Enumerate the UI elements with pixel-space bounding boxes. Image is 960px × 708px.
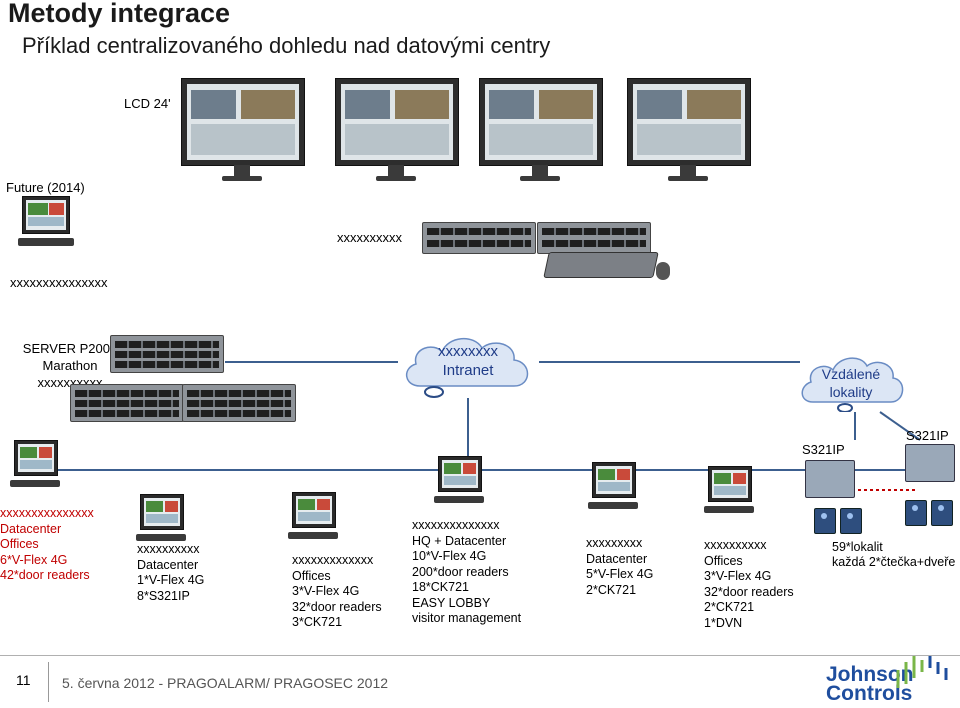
site-line: 1*V-Flex 4G [137, 573, 205, 587]
site-text: xxxxxxxxxxxxxxx Datacenter Offices 6*V-F… [0, 506, 94, 584]
remote-sites-cloud [801, 357, 904, 412]
lcd-monitor [181, 78, 305, 166]
remote-sites-label-line: lokality [829, 384, 873, 400]
remote-summary: 59*lokalit každá 2*čtečka+dveře [832, 540, 955, 570]
intranet-label-line: xxxxxxxx [438, 343, 498, 360]
lcd-monitor [627, 78, 751, 166]
s321ip-label-right: S321IP [906, 428, 949, 443]
s321ip-label-left: S321IP [802, 442, 845, 457]
site-line: 42*door readers [0, 568, 90, 582]
logo-mark [896, 656, 948, 688]
company-logo: Johnson Controls [826, 663, 914, 705]
site-line: Offices [292, 568, 331, 583]
backup-server [182, 384, 296, 422]
site-line: 3*CK721 [292, 615, 343, 629]
site-line: 2*CK721 [704, 600, 755, 614]
site-line: 32*door readers [704, 584, 794, 599]
site-line: HQ + Datacenter [412, 533, 507, 548]
site-line: Offices [0, 537, 39, 551]
future-site-label: xxxxxxxxxxxxxxx [10, 275, 108, 290]
site-line: Datacenter [586, 551, 648, 566]
door-reader-icon [905, 500, 927, 526]
site-line: Datacenter [137, 557, 199, 572]
site-line: xxxxxxxxxxxxx [292, 553, 374, 567]
site-line: 200*door readers [412, 564, 509, 579]
site-text: xxxxxxxxxxxxxx HQ + Datacenter 10*V-Flex… [412, 518, 521, 627]
footer-separator [48, 662, 49, 702]
lcd-monitor [479, 78, 603, 166]
site-line: 3*V-Flex 4G [292, 584, 360, 598]
site-text: xxxxxxxxxx Datacenter 1*V-Flex 4G 8*S321… [137, 542, 204, 604]
logo-line: Controls [826, 682, 913, 705]
slide-title: Metody integrace [8, 0, 231, 28]
intranet-label-line: Intranet [442, 362, 494, 379]
site-line: 6*V-Flex 4G [0, 552, 68, 567]
footer-divider [0, 655, 960, 656]
intranet-label: xxxxxxxx Intranet [398, 342, 538, 380]
door-reader-icon [931, 500, 953, 526]
lcd-monitor [335, 78, 459, 166]
door-reader-icon [814, 508, 836, 534]
s321ip-panel [805, 460, 855, 498]
slide-subtitle: Příklad centralizovaného dohledu nad dat… [22, 33, 551, 58]
site-line: EASY LOBBY [412, 595, 491, 610]
site-line: xxxxxxxxxx [137, 542, 200, 556]
site-text: xxxxxxxxxxxxx Offices 3*V-Flex 4G 32*doo… [292, 553, 382, 631]
site-line: Datacenter [0, 521, 62, 536]
server-label-line: Marathon [42, 358, 98, 373]
site-line: 18*CK721 [412, 580, 469, 594]
site-line: 2*CK721 [586, 582, 637, 597]
intranet-cloud [406, 338, 529, 398]
future-server-label: xxxxxxxxxx [337, 230, 402, 245]
site-text: xxxxxxxxxx Offices 3*V-Flex 4G 32*door r… [704, 538, 794, 631]
footer-text: 5. června 2012 - PRAGOALARM/ PRAGOSEC 20… [62, 675, 389, 691]
site-line: 8*S321IP [137, 588, 190, 603]
site-line: xxxxxxxxxxxxxx [412, 518, 500, 532]
remote-sites-label: Vzdálené lokality [795, 365, 907, 401]
lcd-label: LCD 24' [124, 96, 171, 111]
door-reader-icon [840, 508, 862, 534]
site-line: 1*DVN [704, 615, 743, 630]
server-label-line: SERVER P2000 [22, 341, 118, 356]
remote-summary-line: každá 2*čtečka+dveře [832, 555, 956, 569]
site-line: 5*V-Flex 4G [586, 567, 654, 581]
logo-line: Johnson [826, 663, 914, 686]
future-label: Future (2014) [6, 180, 85, 195]
site-line: xxxxxxxxxx [704, 538, 767, 552]
site-text: xxxxxxxxx Datacenter 5*V-Flex 4G 2*CK721 [586, 536, 653, 598]
backup-server [70, 384, 184, 422]
remote-summary-line: 59*lokalit [832, 540, 883, 554]
site-line: Offices [704, 553, 743, 568]
site-line: xxxxxxxxx [586, 536, 643, 550]
site-line: xxxxxxxxxxxxxxx [0, 506, 94, 520]
main-server [110, 335, 224, 373]
remote-sites-label-line: Vzdálené [821, 366, 881, 382]
page-number: 11 [16, 672, 31, 688]
site-line: 3*V-Flex 4G [704, 569, 772, 583]
future-server [422, 222, 536, 254]
site-line: visitor management [412, 611, 522, 625]
mouse-icon [656, 262, 670, 280]
site-line: 10*V-Flex 4G [412, 549, 487, 563]
s321ip-panel [905, 444, 955, 482]
site-line: 32*door readers [292, 599, 382, 614]
